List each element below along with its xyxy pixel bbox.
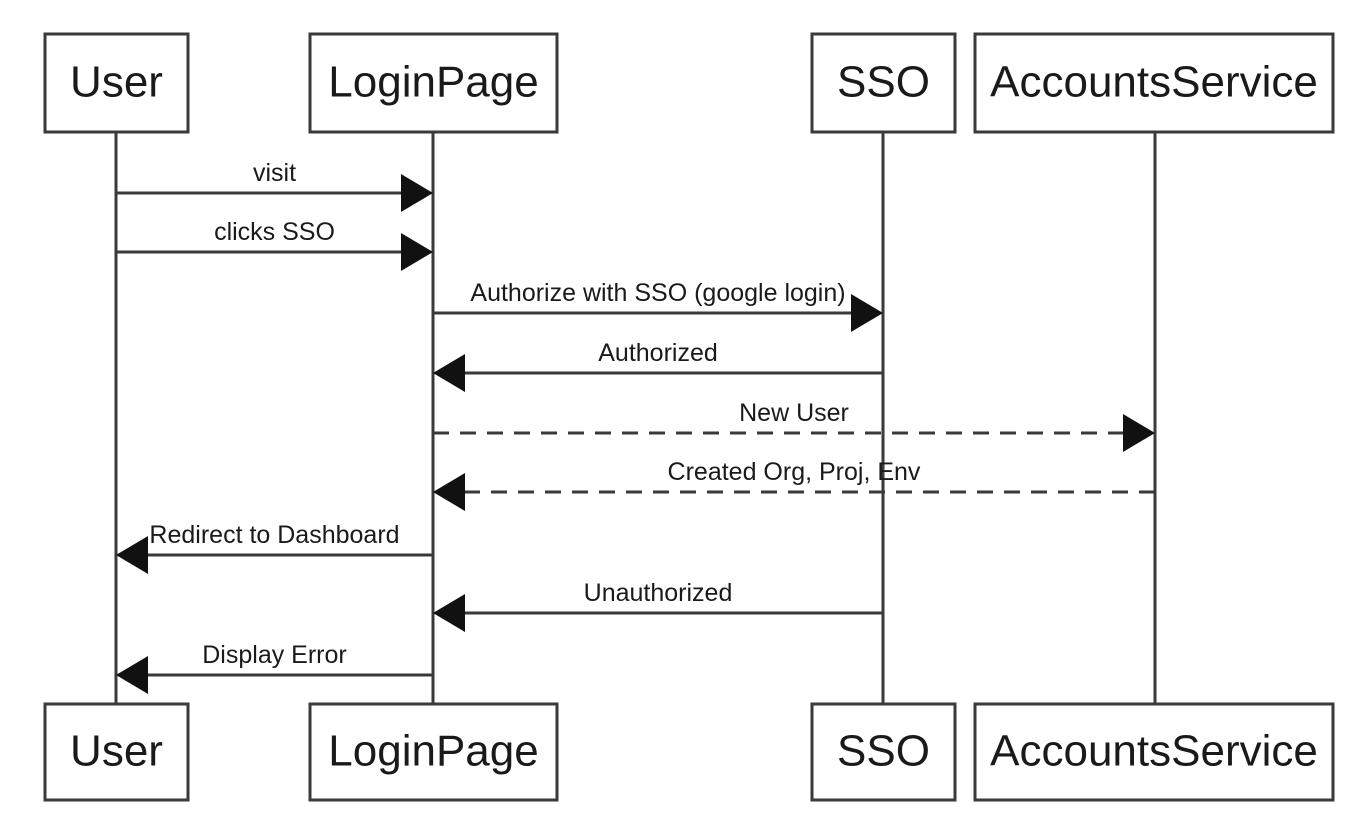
message-5[interactable]: Created Org, Proj, Env (433, 458, 1155, 511)
participant-box-outline (810, 32, 957, 134)
participant-label-accountsservice: AccountsService (990, 58, 1318, 107)
message-1[interactable]: clicks SSO (116, 218, 433, 271)
message-arrowhead (401, 174, 433, 212)
message-4[interactable]: New User (433, 399, 1155, 452)
message-arrowhead (116, 656, 148, 694)
message-arrowhead (116, 536, 148, 574)
message-label: visit (253, 159, 296, 187)
participant-box-outline (810, 702, 957, 802)
message-label: Redirect to Dashboard (149, 521, 399, 549)
message-label: Created Org, Proj, Env (668, 458, 921, 486)
message-arrowhead (433, 594, 465, 632)
participant-box-accountsservice-top[interactable]: AccountsService (973, 32, 1335, 134)
message-3[interactable]: Authorized (433, 339, 883, 392)
participant-box-accountsservice-bottom[interactable]: AccountsService (973, 702, 1335, 802)
participant-label-sso: SSO (837, 727, 930, 776)
messages-layer: visit clicks SSO Authorize with SSO (googl… (116, 159, 1155, 694)
lifelines-layer (114, 132, 1157, 704)
participant-box-outline (308, 32, 559, 134)
participant-box-outline (43, 702, 190, 802)
participant-label-accountsservice: AccountsService (990, 727, 1318, 776)
message-arrowhead (851, 294, 883, 332)
header-boxes-layer: User LoginPage SSO AccountsService (43, 32, 1335, 134)
message-label: New User (739, 399, 849, 427)
message-8[interactable]: Display Error (116, 641, 433, 694)
participant-label-loginpage: LoginPage (328, 727, 538, 776)
participant-box-outline (973, 702, 1335, 802)
participant-box-sso-top[interactable]: SSO (810, 32, 957, 134)
message-arrowhead (1123, 414, 1155, 452)
participant-box-outline (973, 32, 1335, 134)
participant-box-sso-bottom[interactable]: SSO (810, 702, 957, 802)
message-label: Unauthorized (584, 579, 733, 607)
message-0[interactable]: visit (116, 159, 433, 212)
message-label: Display Error (202, 641, 346, 669)
participant-box-user-top[interactable]: User (43, 32, 190, 134)
message-label: clicks SSO (214, 218, 335, 246)
message-arrowhead (433, 354, 465, 392)
message-label: Authorize with SSO (google login) (470, 279, 845, 307)
participant-label-user: User (70, 58, 163, 107)
message-arrowhead (433, 473, 465, 511)
footer-boxes-layer: User LoginPage SSO AccountsService (43, 702, 1335, 802)
message-2[interactable]: Authorize with SSO (google login) (433, 279, 883, 332)
message-arrowhead (401, 233, 433, 271)
participant-label-user: User (70, 727, 163, 776)
participant-box-loginpage-top[interactable]: LoginPage (308, 32, 559, 134)
participant-box-outline (43, 32, 190, 134)
participant-label-loginpage: LoginPage (328, 58, 538, 107)
participant-label-sso: SSO (837, 58, 930, 107)
message-label: Authorized (598, 339, 718, 367)
participant-box-user-bottom[interactable]: User (43, 702, 190, 802)
participant-box-loginpage-bottom[interactable]: LoginPage (308, 702, 559, 802)
message-6[interactable]: Redirect to Dashboard (116, 521, 433, 574)
message-7[interactable]: Unauthorized (433, 579, 883, 632)
participant-box-outline (308, 702, 559, 802)
